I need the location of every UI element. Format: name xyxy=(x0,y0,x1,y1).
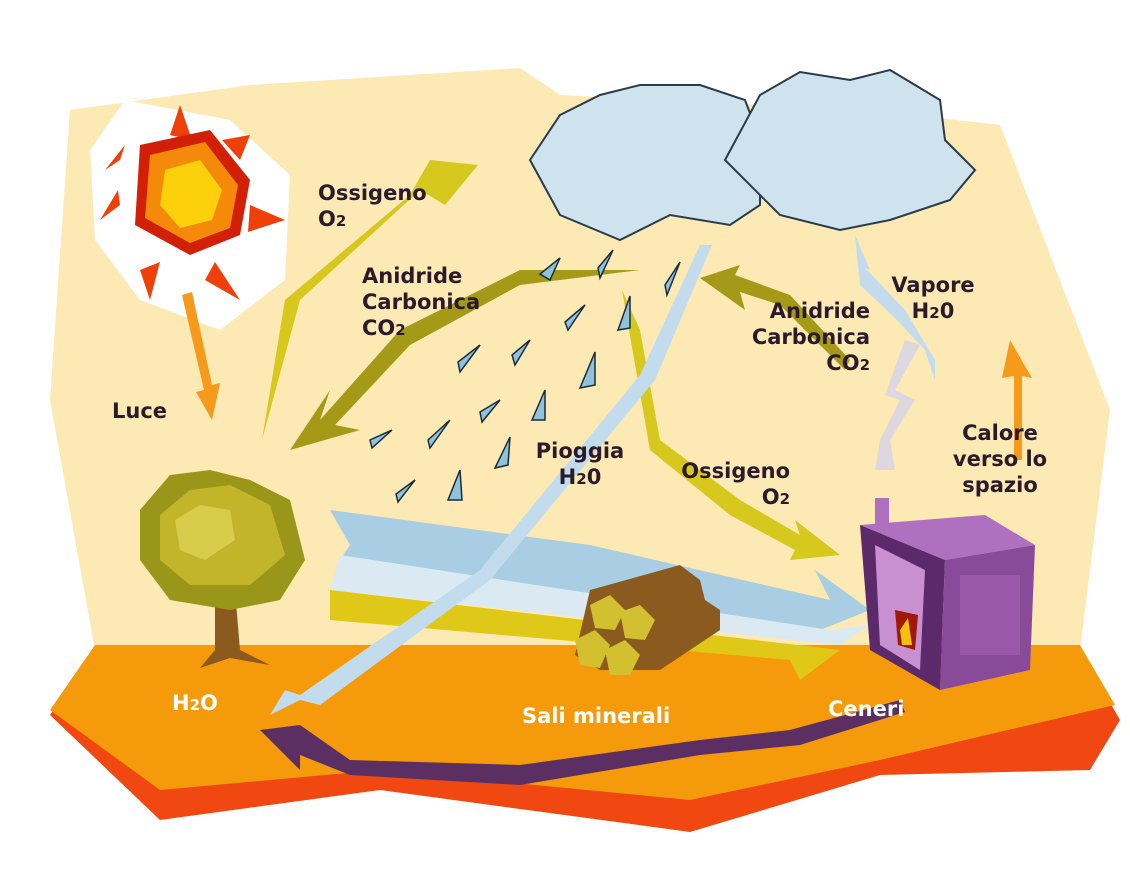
label-line: Carbonica xyxy=(362,290,481,314)
label-heat: Calore verso lo spazio xyxy=(945,420,1055,498)
co2-arrow-right xyxy=(700,265,850,370)
vapor-arrow-grey xyxy=(875,340,920,470)
label-line: Pioggia xyxy=(535,439,625,463)
heat-arrow xyxy=(1002,340,1032,460)
formula-sub: 2 xyxy=(859,356,870,374)
formula-sub: 2 xyxy=(395,321,406,339)
formula-part: H xyxy=(558,465,577,489)
formula-part: CO xyxy=(826,351,860,375)
label-formula: O2 xyxy=(655,484,790,512)
sun-icon xyxy=(90,100,290,330)
label-oxygen-top: Ossigeno O2 xyxy=(318,180,427,234)
label-line: Anidride xyxy=(769,299,870,323)
formula-sub: 2 xyxy=(779,490,790,508)
co2-arrow-left xyxy=(290,270,640,450)
label-formula: CO2 xyxy=(725,350,870,378)
logs-icon xyxy=(575,565,720,675)
oxygen-arrow-mid xyxy=(622,290,840,560)
label-formula: O2 xyxy=(318,206,427,234)
label-line: Calore xyxy=(962,421,1038,445)
house-icon xyxy=(860,498,1035,690)
label-line: spazio xyxy=(962,473,1038,497)
label-line: Vapore xyxy=(891,273,975,297)
water-band xyxy=(330,510,870,630)
cloud-icon-right xyxy=(723,68,977,232)
oxygen-arrow-top xyxy=(262,160,478,440)
label-line: verso lo xyxy=(952,447,1048,471)
ash-arrow xyxy=(260,700,905,785)
label-water-ground: H2O xyxy=(172,690,218,718)
formula-part: H xyxy=(172,691,190,715)
label-light: Luce xyxy=(112,399,168,423)
raindrops xyxy=(369,249,681,504)
formula-sub: 2 xyxy=(929,304,940,322)
light-arrow xyxy=(182,292,220,420)
label-vapor: Vapore H20 xyxy=(878,272,988,326)
formula-sub: 2 xyxy=(189,696,201,714)
label-rain: Pioggia H20 xyxy=(525,438,635,492)
label-formula: H20 xyxy=(878,298,988,326)
label-line: Carbonica xyxy=(751,325,870,349)
formula-part: 0 xyxy=(586,465,602,489)
formula-sub: 2 xyxy=(335,212,347,230)
formula-sub: 2 xyxy=(576,470,587,488)
formula-part: O xyxy=(761,485,780,509)
label-line: Anidride xyxy=(362,264,463,288)
label-ashes: Ceneri xyxy=(828,697,905,721)
label-co2-right: Anidride Carbonica CO2 xyxy=(725,298,870,378)
label-line: Ossigeno xyxy=(318,181,427,205)
label-co2-left: Anidride Carbonica CO2 xyxy=(362,263,480,343)
label-minerals: Sali minerali xyxy=(522,704,671,728)
tree-icon xyxy=(140,470,305,668)
label-line: Ossigeno xyxy=(681,459,790,483)
formula-part: H xyxy=(911,299,930,323)
formula-part: CO xyxy=(362,316,396,340)
label-formula: CO2 xyxy=(362,315,480,343)
label-oxygen-mid: Ossigeno O2 xyxy=(655,458,790,512)
formula-part: O xyxy=(318,207,336,231)
label-formula: H20 xyxy=(525,464,635,492)
formula-part: 0 xyxy=(939,299,955,323)
formula-part: O xyxy=(200,691,218,715)
vapor-arrow-blue xyxy=(855,235,935,380)
